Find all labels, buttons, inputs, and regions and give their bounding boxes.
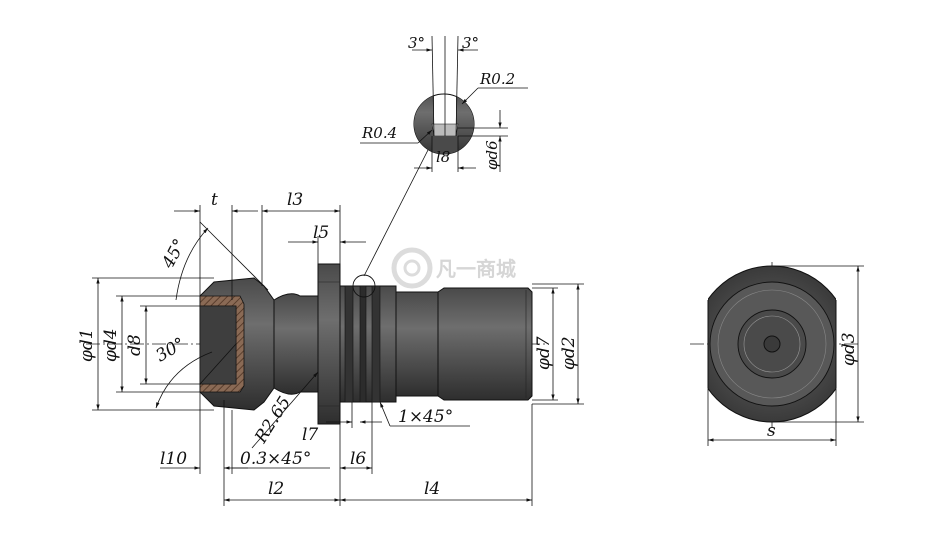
watermark-text: 凡一商城 [436,257,516,281]
dim-d2: φd2 [559,336,579,370]
dim-d8: d8 [125,334,145,356]
dim-angle-45: 45° [158,236,190,273]
detail-r04: R0.4 [361,124,397,142]
detail-callout-circle [352,274,376,298]
groove-1 [344,285,354,403]
dim-chamfer-1x45: 1×45° [398,407,453,427]
dim-d7: φd7 [534,336,554,370]
detail-view: 3° 3° R0.2 R0.4 l8 φd6 [360,34,528,172]
detail-leader [363,149,429,277]
dimensions: t l3 l5 45° φd1 φd4 d8 30° φd7 [77,190,584,506]
head-bore [199,305,237,385]
detail-angle-left: 3° [408,34,425,52]
end-view-center-hole [763,335,781,353]
dim-d4: φd4 [101,328,121,362]
shank [395,291,439,397]
detail-r02: R0.2 [479,70,515,88]
dim-l4: l4 [424,479,440,499]
dim-l5: l5 [313,223,329,243]
threaded-end [437,287,533,401]
dim-t: t [211,190,218,210]
side-view [86,149,548,425]
groove-3 [371,285,381,403]
watermark: 凡一商城 [391,247,516,289]
dim-chamfer-03x45: 0.3×45° [240,449,311,469]
groove-2 [359,285,367,403]
dim-l6: l6 [350,449,366,469]
dim-l10: l10 [160,449,187,469]
detail-d6: φd6 [483,140,501,170]
flange [317,263,341,425]
dim-l2: l2 [268,479,284,499]
dim-d1: φd1 [77,328,97,362]
dim-l3: l3 [287,190,303,210]
dim-d3: φd3 [839,332,859,366]
detail-l8: l8 [436,148,450,166]
dim-l7: l7 [302,425,318,445]
end-view: φd3 s [690,262,864,446]
dim-angle-30: 30° [153,334,189,366]
detail-angle-right: 3° [462,34,479,52]
dim-s: s [767,421,776,441]
